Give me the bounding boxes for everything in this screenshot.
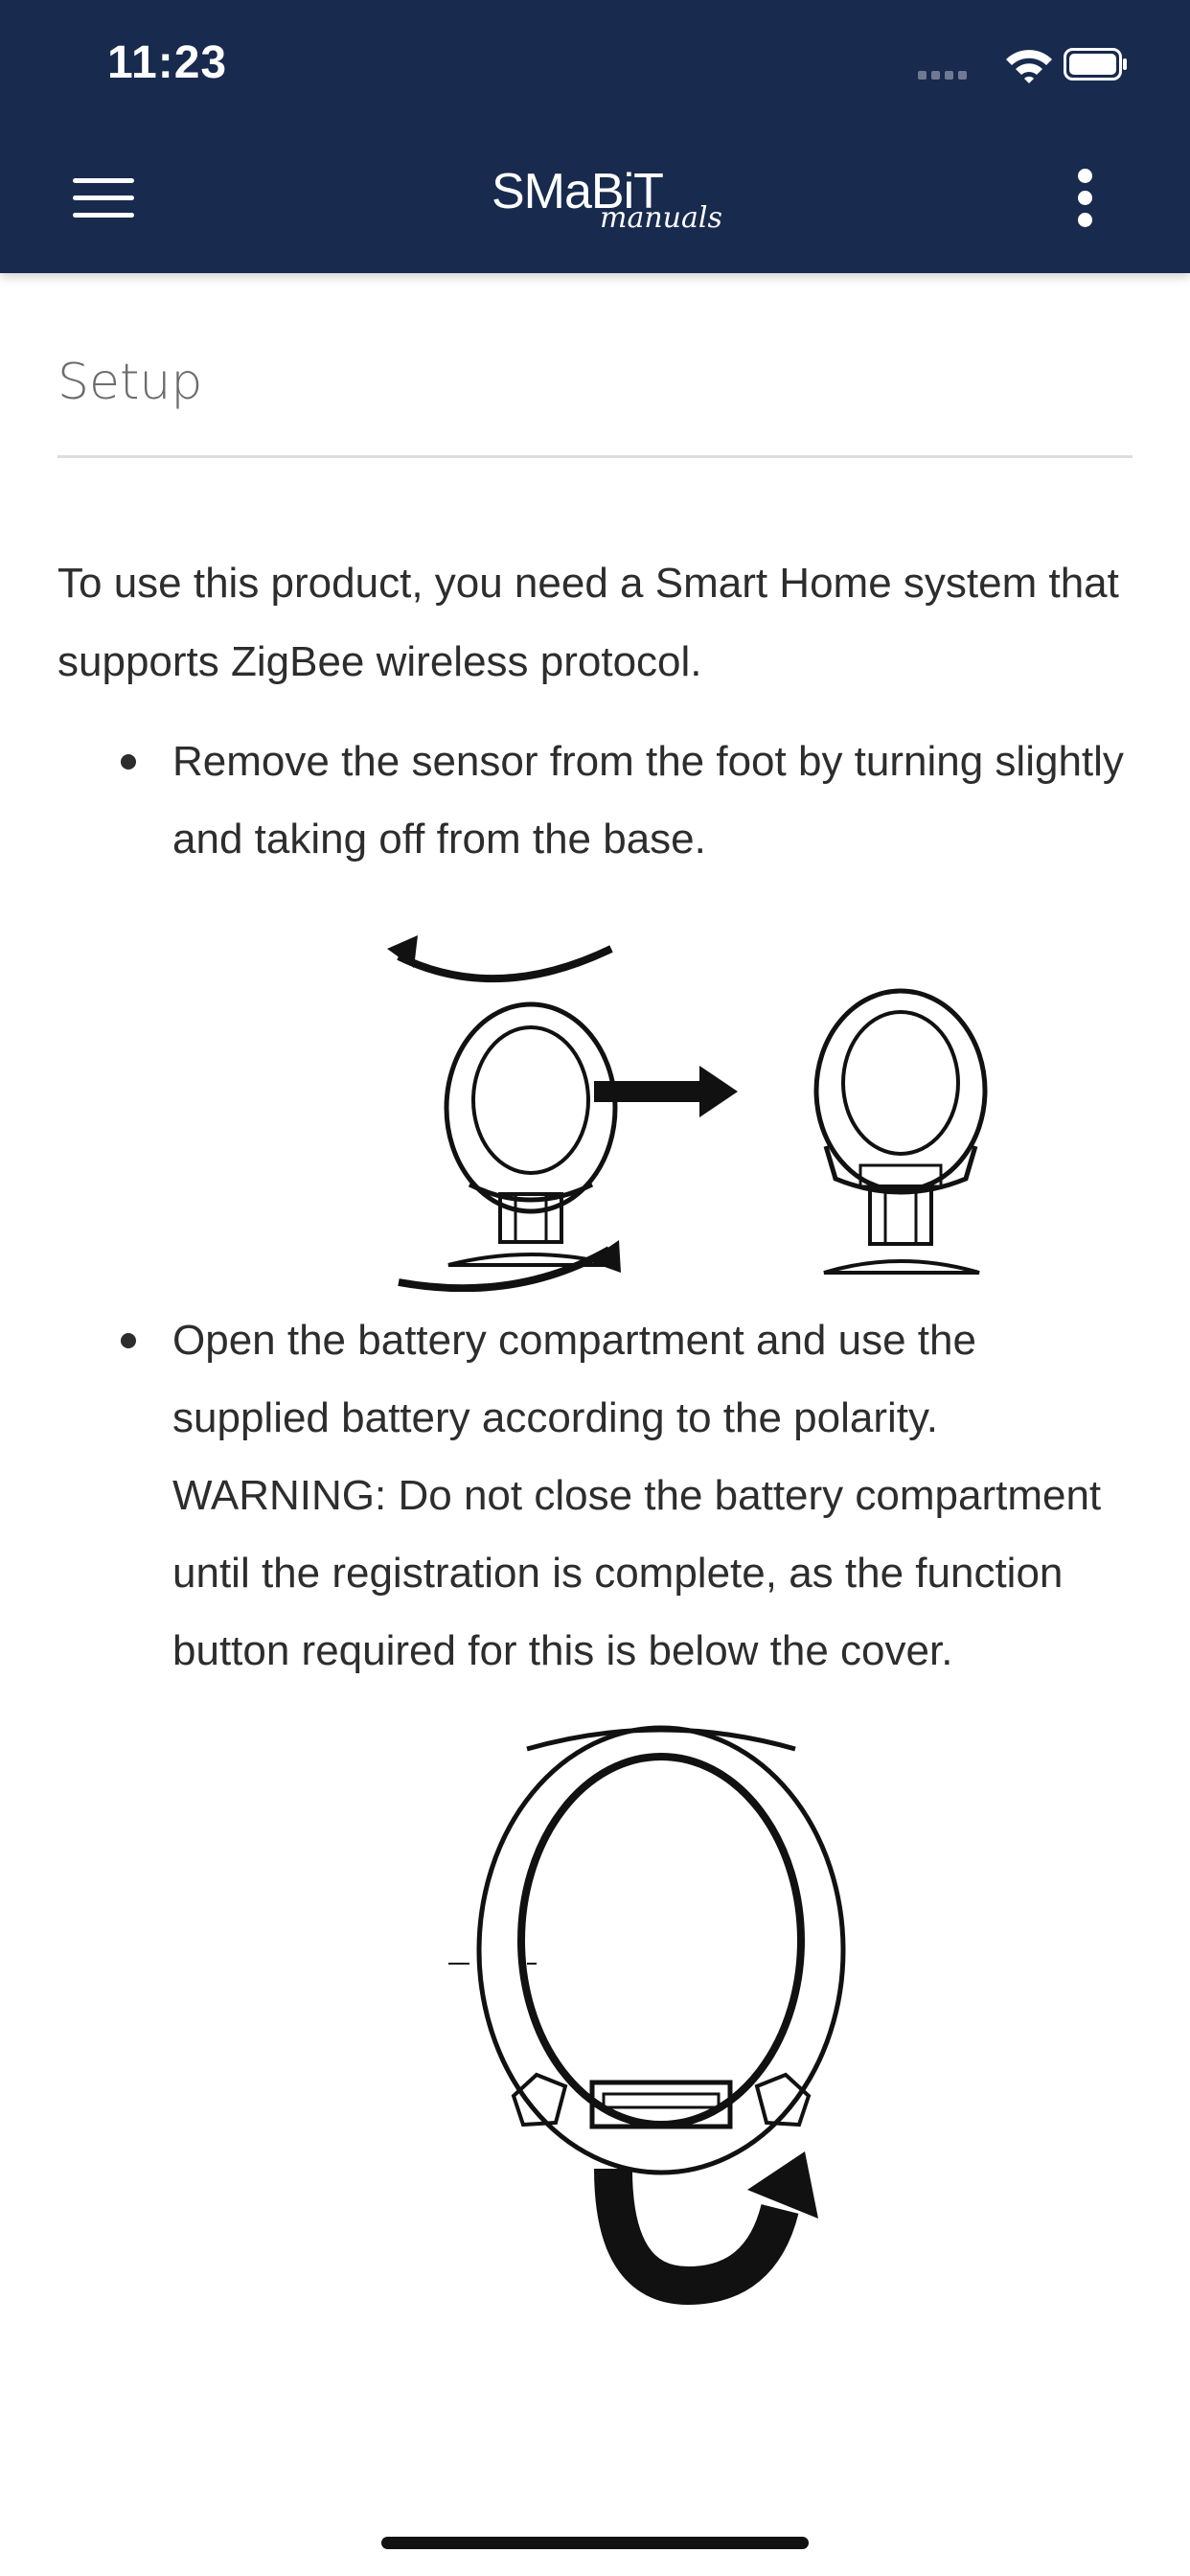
- brand-logo: SMaBiT manuals: [492, 163, 722, 240]
- status-icons: [918, 48, 1127, 83]
- home-indicator: [381, 2537, 809, 2549]
- wifi-icon: [1006, 50, 1052, 83]
- signal-icon: [918, 71, 967, 80]
- bullet: [121, 754, 136, 770]
- step-item: Remove the sensor from the foot by turni…: [57, 723, 1133, 878]
- manual-content: Setup To use this product, you need a Sm…: [57, 273, 1133, 2314]
- hamburger-menu-icon[interactable]: [61, 163, 146, 232]
- brand-main: SMaBiT: [492, 164, 664, 219]
- brand-sub: manuals: [600, 201, 722, 235]
- sensor-removal-illustration: [381, 928, 995, 1293]
- bullet: [121, 1333, 136, 1348]
- divider: [57, 455, 1133, 458]
- status-time: 11:23: [107, 37, 228, 88]
- app-header: 11:23 SMaBiT manuals: [0, 0, 1190, 273]
- battery-icon: [1064, 48, 1127, 80]
- step-item: Open the battery compartment and use the…: [57, 1301, 1133, 1690]
- section-title: Setup: [57, 354, 203, 411]
- battery-compartment-illustration: [431, 1711, 949, 2314]
- more-vertical-icon[interactable]: [1054, 159, 1115, 236]
- setup-steps: Remove the sensor from the foot by turni…: [57, 723, 1133, 878]
- intro-paragraph: To use this product, you need a Smart Ho…: [57, 560, 1119, 685]
- setup-steps-continued: Open the battery compartment and use the…: [57, 1301, 1133, 1690]
- step-text: Open the battery compartment and use the…: [172, 1317, 1102, 1674]
- step-text: Remove the sensor from the foot by turni…: [172, 738, 1124, 862]
